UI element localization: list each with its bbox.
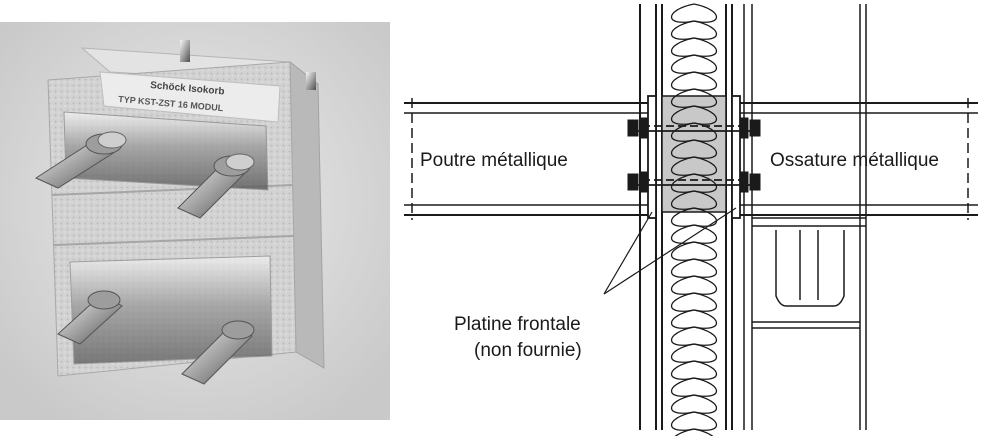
wool-curve-set-1 xyxy=(671,3,717,431)
product-photo: Schöck Isokorb TYP KST-ZST 16 MODUL xyxy=(0,22,390,420)
leader-line-right xyxy=(603,207,737,295)
threaded-bolt-2 xyxy=(177,153,255,219)
product-label-strip xyxy=(99,71,281,123)
label-end-plate-line1: Platine frontale xyxy=(454,314,581,335)
label-end-plate-line2: (non fournie) xyxy=(474,340,582,361)
left-steel-beam xyxy=(404,98,650,220)
threaded-bolt-3 xyxy=(57,290,123,345)
end-plate-right xyxy=(731,95,741,219)
bolt-end-top-right xyxy=(306,72,316,90)
module-seam xyxy=(53,235,295,246)
technical-drawing xyxy=(404,3,978,441)
threaded-bolt-1 xyxy=(34,131,127,189)
threaded-bolt-4 xyxy=(181,320,255,385)
end-plate-left xyxy=(647,95,657,219)
connection-bolt-upper xyxy=(627,117,761,139)
bolt-end-top-left xyxy=(180,40,190,62)
wool-curve-set-2 xyxy=(671,20,717,441)
right-steel-frame xyxy=(738,98,978,220)
wall-layers xyxy=(639,4,745,430)
mineral-wool-pattern xyxy=(671,3,717,441)
steel-column xyxy=(751,4,867,430)
label-right-frame: Ossature métallique xyxy=(770,150,939,171)
connection-bolt-lower xyxy=(627,171,761,193)
leader-line-left xyxy=(603,211,653,295)
label-left-beam: Poutre métallique xyxy=(420,150,568,171)
